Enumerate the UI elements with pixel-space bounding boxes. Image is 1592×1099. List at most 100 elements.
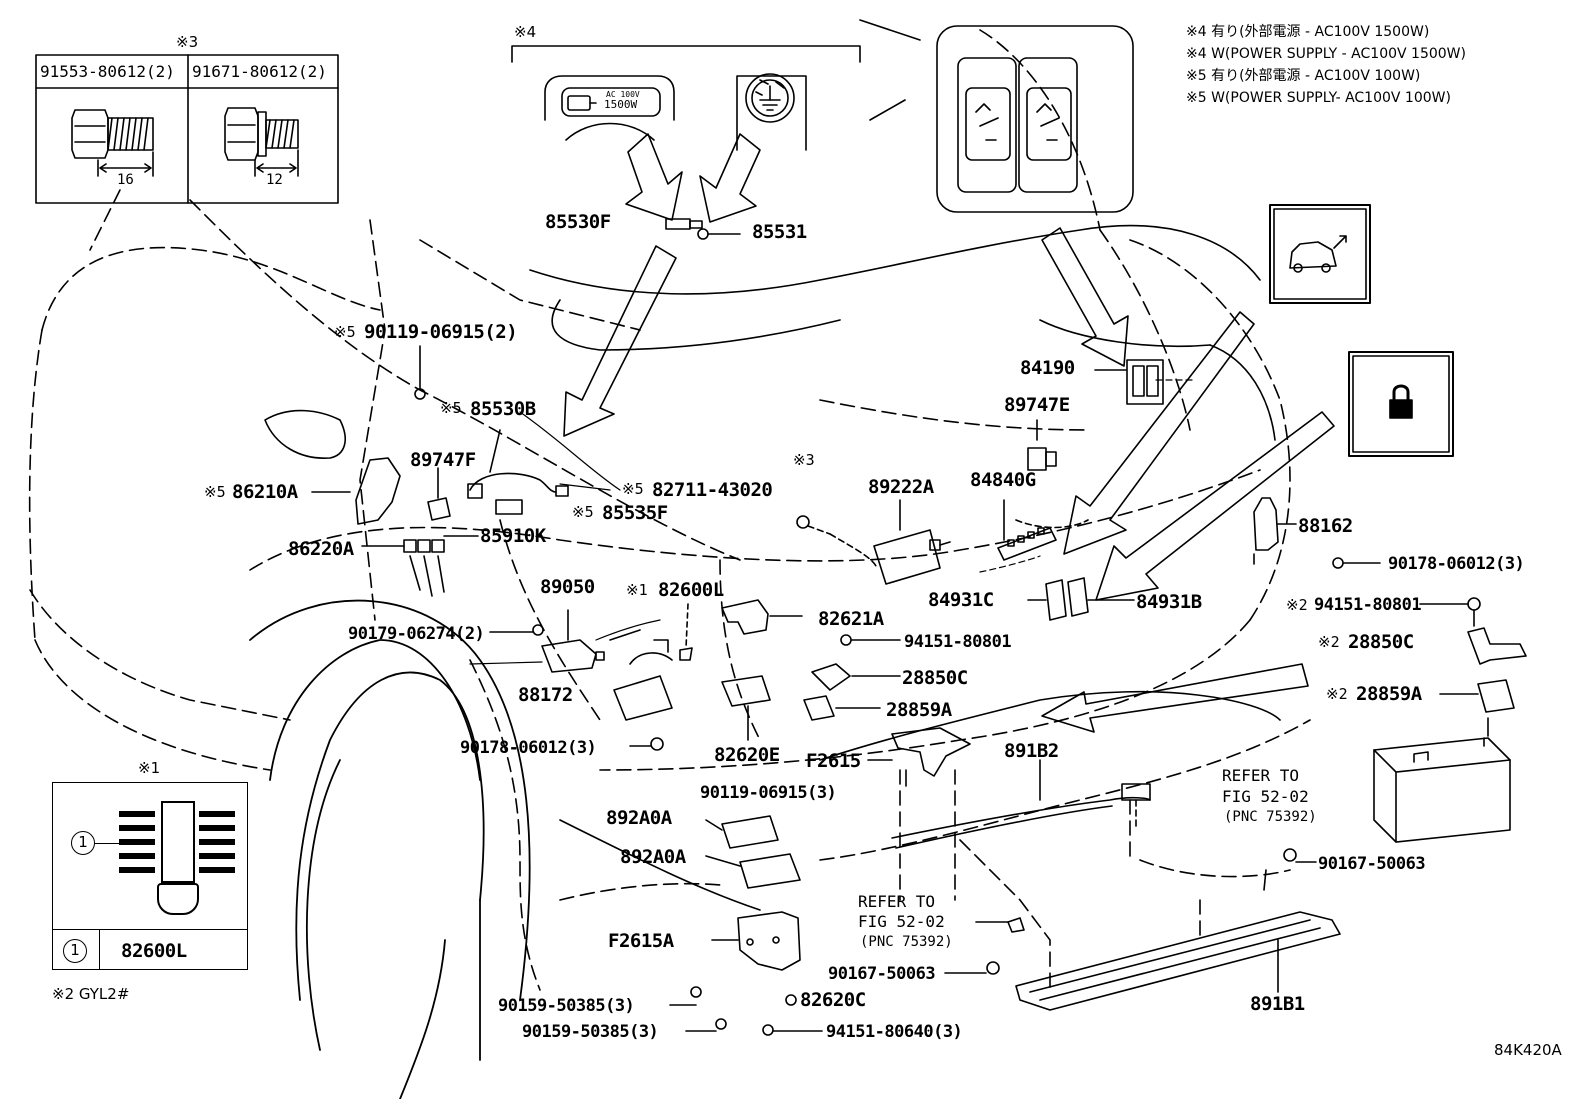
label-90119-06915-3: 90119-06915(3) (700, 783, 837, 803)
label-94151-80640: 94151-80640(3) (826, 1022, 963, 1042)
inset1-box: 1 1 82600L (52, 782, 248, 970)
label-88162: 88162 (1298, 515, 1353, 537)
label-82600L: 82600L (658, 579, 724, 601)
part-84931 (1027, 577, 1135, 621)
part-89050 (541, 609, 605, 673)
part-90178-a (629, 737, 664, 751)
label-94151-80801-b: 94151-80801 (1314, 595, 1422, 615)
part-84840g (997, 499, 1089, 561)
part-90167-left (944, 961, 1000, 975)
socket-text-1: AC 100V (606, 90, 640, 99)
part-89747e (1027, 419, 1057, 471)
clip-bars-left (119, 811, 155, 875)
arrow-icon (1095, 411, 1335, 601)
liftgate-icon (1269, 204, 1371, 304)
part-90178-b (1332, 557, 1344, 569)
note-line-1: ※4 有り(外部電源 - AC100V 1500W) (1186, 24, 1430, 40)
marker-2a: ※2 (1286, 596, 1308, 614)
note-line-3: ※5 有り(外部電源 - AC100V 100W) (1186, 68, 1421, 84)
refer-a-line3: (PNC 75392) (860, 934, 953, 950)
part-84190 (1094, 359, 1164, 405)
arrow-icon (1063, 311, 1255, 555)
part-90159-a (669, 986, 702, 1006)
lock-icon (1348, 351, 1454, 457)
label-89050: 89050 (540, 576, 595, 598)
inset4-marker: ※4 (514, 23, 537, 41)
inset3-part-b: 91671-80612(2) (192, 62, 327, 81)
callout-circle-top: 1 (71, 831, 95, 855)
marker-2c: ※2 (1326, 685, 1348, 703)
label-82621A: 82621A (818, 608, 884, 630)
body-solid (529, 19, 1281, 911)
clip-bars-right (199, 811, 235, 875)
label-85910K: 85910K (480, 525, 546, 547)
headlamp (264, 409, 346, 459)
part-88172 (609, 629, 673, 721)
label-86210A: 86210A (232, 481, 298, 503)
label-82620C: 82620C (800, 989, 866, 1011)
marker-5a: ※5 (334, 323, 356, 341)
marker-3: ※3 (793, 451, 815, 469)
part-891b2 (891, 759, 1151, 849)
refer-b-line3: (PNC 75392) (1224, 809, 1317, 825)
inset4-bracket (511, 45, 861, 63)
note-line-4: ※5 W(POWER SUPPLY- AC100V 100W) (1186, 90, 1451, 106)
socket-text-2: 1500W (604, 98, 638, 111)
part-86220a-85910k (361, 535, 479, 597)
inset3-box (35, 54, 339, 204)
part-28859a-center (803, 695, 881, 721)
label-891B2: 891B2 (1004, 740, 1059, 762)
arrow-icon (563, 245, 677, 437)
label-90159-50385-b: 90159-50385(3) (522, 1022, 659, 1042)
marker-5c: ※5 (622, 480, 644, 498)
note-line-2: ※4 W(POWER SUPPLY - AC100V 1500W) (1186, 46, 1466, 62)
refer-a-line1: REFER TO (858, 892, 936, 911)
part-88162 (1253, 497, 1297, 565)
outlet-switch-icon (544, 75, 675, 141)
label-84931C: 84931C (928, 589, 994, 611)
label-89747F: 89747F (410, 449, 476, 471)
label-F2615A: F2615A (608, 930, 674, 952)
label-84840G: 84840G (970, 469, 1036, 491)
clip-body (161, 801, 195, 883)
label-89222A: 89222A (868, 476, 934, 498)
label-F2615: F2615 (806, 750, 861, 772)
label-84190: 84190 (1020, 357, 1075, 379)
label-28859A-b: 28859A (1356, 683, 1422, 705)
inset3-dim-b: 12 (266, 172, 283, 188)
label-90159-50385-a: 90159-50385(3) (498, 996, 635, 1016)
leader-lines (469, 379, 1197, 665)
part-28850c-right (1419, 597, 1527, 665)
inset3-dim-a: 16 (117, 172, 134, 188)
marker-2b: ※2 (1318, 633, 1340, 651)
part-82620e (721, 675, 771, 741)
clip-refer-left (975, 917, 1025, 933)
inset3-marker: ※3 (176, 33, 199, 51)
label-85530B: 85530B (470, 398, 536, 420)
inset1-marker: ※1 (138, 759, 161, 777)
arrow-icon (625, 133, 761, 223)
diagram-id-code: 84K420A (1494, 1041, 1562, 1059)
label-85530F: 85530F (545, 211, 611, 233)
label-85531: 85531 (752, 221, 807, 243)
ground-terminal-icon (736, 73, 807, 151)
label-90179-06274: 90179-06274(2) (348, 624, 485, 644)
label-86220A: 86220A (288, 538, 354, 560)
seat-switch-icon (936, 25, 1134, 213)
inset3-part-a: 91553-80612(2) (40, 62, 175, 81)
part-90159-b (685, 1018, 727, 1032)
marker-1: ※1 (626, 581, 648, 599)
label-90178-06012-a: 90178-06012(3) (460, 738, 597, 758)
label-28859A-a: 28859A (886, 699, 952, 721)
wheel (249, 599, 531, 1099)
marker-5b: ※5 (440, 399, 462, 417)
footnote-2: ※2 GYL2# (52, 985, 130, 1003)
refer-b-line1: REFER TO (1222, 766, 1300, 785)
label-891B1: 891B1 (1250, 993, 1305, 1015)
label-90119-06915-2: 90119-06915(2) (364, 321, 518, 343)
part-90167-right (1263, 848, 1317, 891)
part-f2615a (711, 911, 801, 971)
refer-a-line2: FIG 52-02 (858, 912, 945, 931)
